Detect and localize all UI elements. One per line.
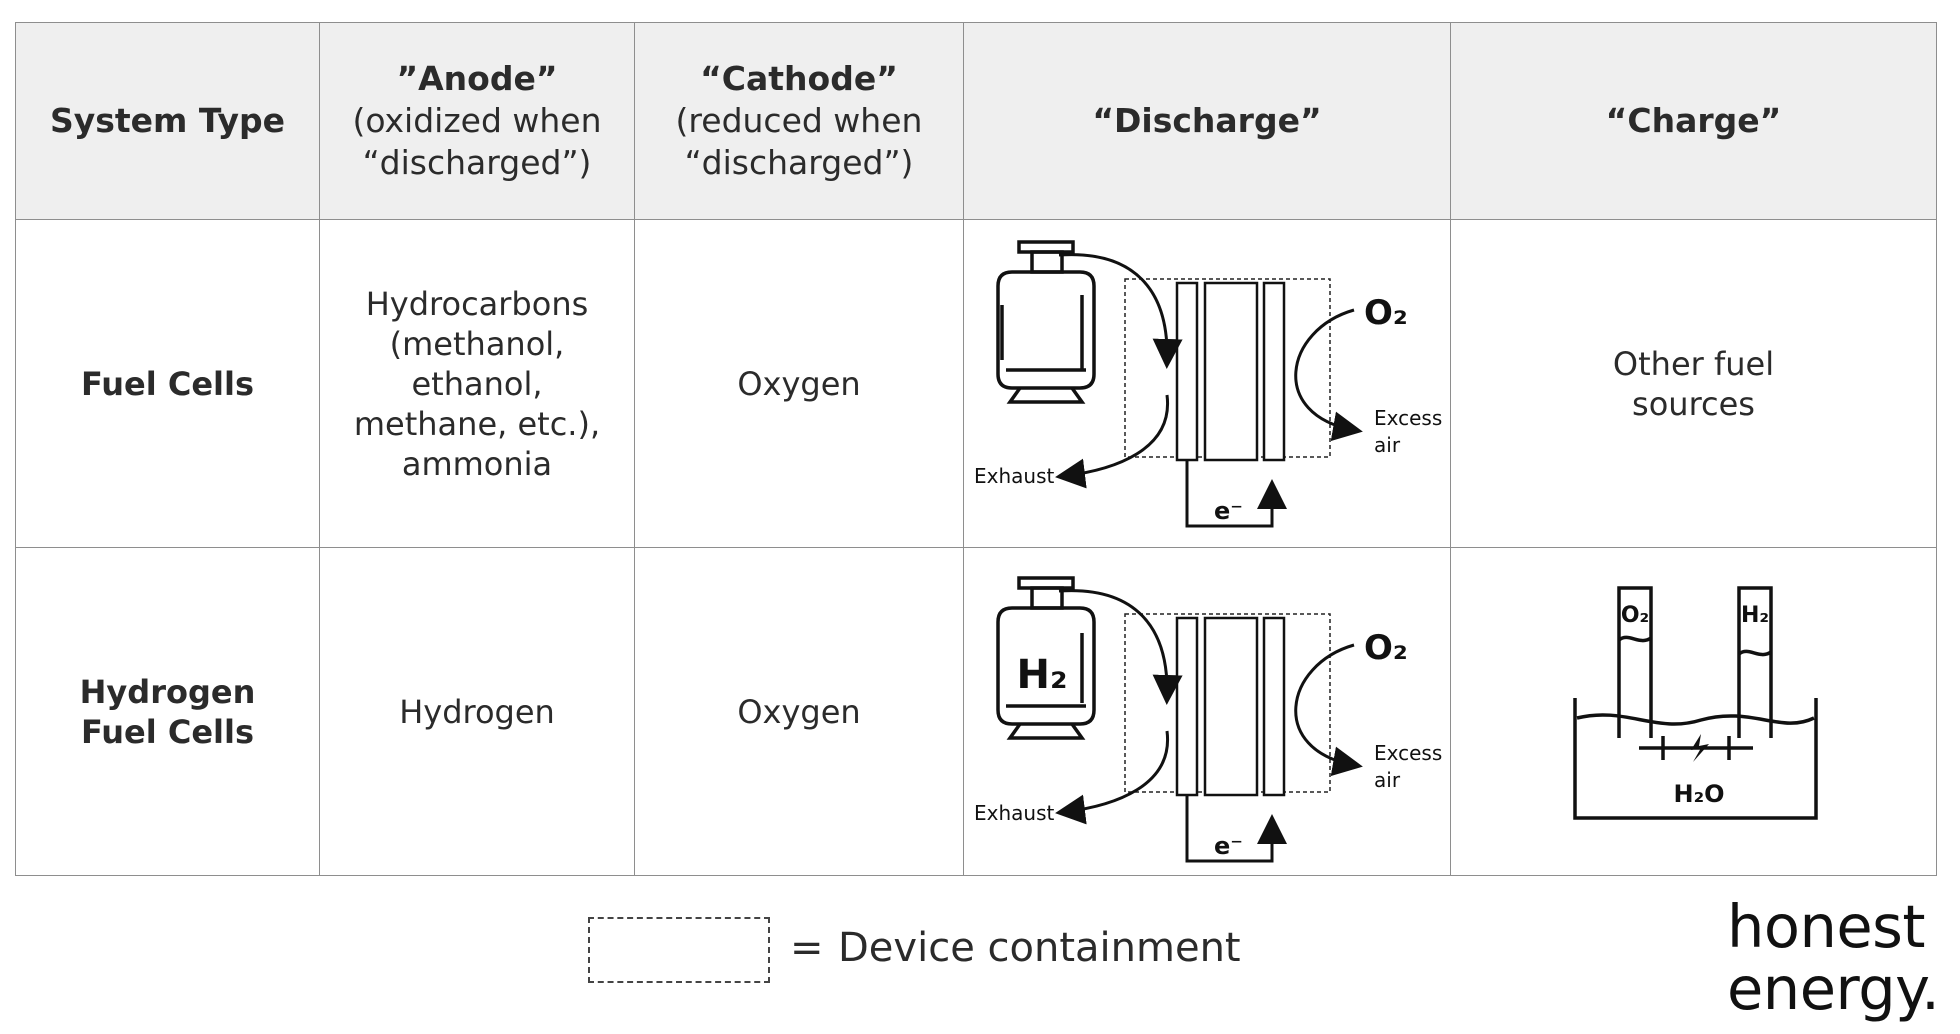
oxygen-flow-arrow [1294, 643, 1363, 777]
system-type-cell: Fuel Cells [15, 219, 320, 548]
cell-stack [1175, 616, 1286, 797]
beaker [1573, 698, 1818, 820]
comparison-table: System Type ”Anode” (oxidized when “disc… [15, 22, 1937, 876]
oxidant-label: O₂ [1364, 628, 1408, 668]
oxidant-label: O₂ [1364, 293, 1408, 333]
header-anode: ”Anode” (oxidized when “discharged”) [319, 22, 635, 220]
exhaust-label: Exhaust [974, 801, 1055, 825]
system-type-cell: Hydrogen Fuel Cells [15, 547, 320, 876]
header-cathode-subtitle: (reduced when “discharged”) [675, 101, 923, 182]
cell-stack [1175, 281, 1286, 462]
excess-air-label-2: air [1374, 768, 1401, 792]
legend-text: Device containment [838, 925, 1241, 971]
fuel-flow-arrow [1058, 253, 1183, 369]
exhaust-arrow [1055, 394, 1170, 489]
oxygen-flow-arrow [1294, 308, 1363, 442]
hydrogen-tank-icon [996, 576, 1096, 740]
logo-line-1: honest [1727, 892, 1926, 961]
device-containment-swatch [588, 917, 770, 983]
gas-tank-icon [996, 240, 1096, 404]
table-row: Fuel Cells Hydrocarbons (methanol, ethan… [15, 219, 1937, 548]
charge-cell: Other fuel sources [1450, 219, 1937, 548]
electron-circuit [1185, 460, 1287, 528]
fuel-cell-diagram: Exhaust O₂ Excess air e⁻ [974, 240, 1442, 528]
header-cathode: “Cathode” (reduced when “discharged”) [634, 22, 964, 220]
electron-circuit [1185, 795, 1287, 863]
water-surface [1576, 713, 1815, 726]
logo-line-2: energy. [1727, 954, 1940, 1023]
brand-logo: honest energy. [1727, 896, 1952, 1020]
electron-label: e⁻ [1214, 832, 1243, 860]
header-charge: “Charge” [1450, 22, 1937, 220]
fuel-flow-arrow [1058, 589, 1183, 705]
excess-air-label: Excess [1374, 741, 1442, 765]
header-row: System Type ”Anode” (oxidized when “disc… [15, 22, 1937, 220]
legend-equals: = [790, 925, 824, 971]
left-tube-label: O₂ [1621, 603, 1649, 628]
electrolysis-diagram: O₂ H₂ H₂O [1573, 586, 1818, 820]
lightning-icon [1691, 734, 1709, 762]
anode-cell: Hydrogen [319, 547, 635, 876]
discharge-diagram-cell: H₂ Exhaust O₂ Excess air e⁻ [963, 547, 1451, 876]
electron-label: e⁻ [1214, 497, 1243, 525]
exhaust-label: Exhaust [974, 464, 1055, 488]
table-row: Hydrogen Fuel Cells Hydrogen Oxygen [15, 547, 1937, 876]
discharge-diagram-cell: Exhaust O₂ Excess air e⁻ [963, 219, 1451, 548]
left-test-tube [1617, 586, 1653, 738]
cathode-cell: Oxygen [634, 547, 964, 876]
header-discharge: “Discharge” [963, 22, 1451, 220]
hydrogen-fuel-cell-diagram: H₂ Exhaust O₂ Excess air e⁻ [974, 576, 1442, 863]
charge-cell: O₂ H₂ H₂O [1450, 547, 1937, 876]
exhaust-arrow [1055, 730, 1170, 825]
tank-label: H₂ [1017, 652, 1068, 698]
excess-air-label-2: air [1374, 433, 1401, 457]
right-test-tube [1737, 586, 1773, 738]
legend: = Device containment [588, 917, 1241, 987]
excess-air-label: Excess [1374, 406, 1442, 430]
cathode-cell: Oxygen [634, 219, 964, 548]
water-label: H₂O [1674, 780, 1725, 808]
header-anode-subtitle: (oxidized when “discharged”) [352, 101, 602, 182]
header-system-type: System Type [15, 22, 320, 220]
right-tube-label: H₂ [1741, 603, 1769, 628]
anode-cell: Hydrocarbons (methanol, ethanol, methane… [319, 219, 635, 548]
